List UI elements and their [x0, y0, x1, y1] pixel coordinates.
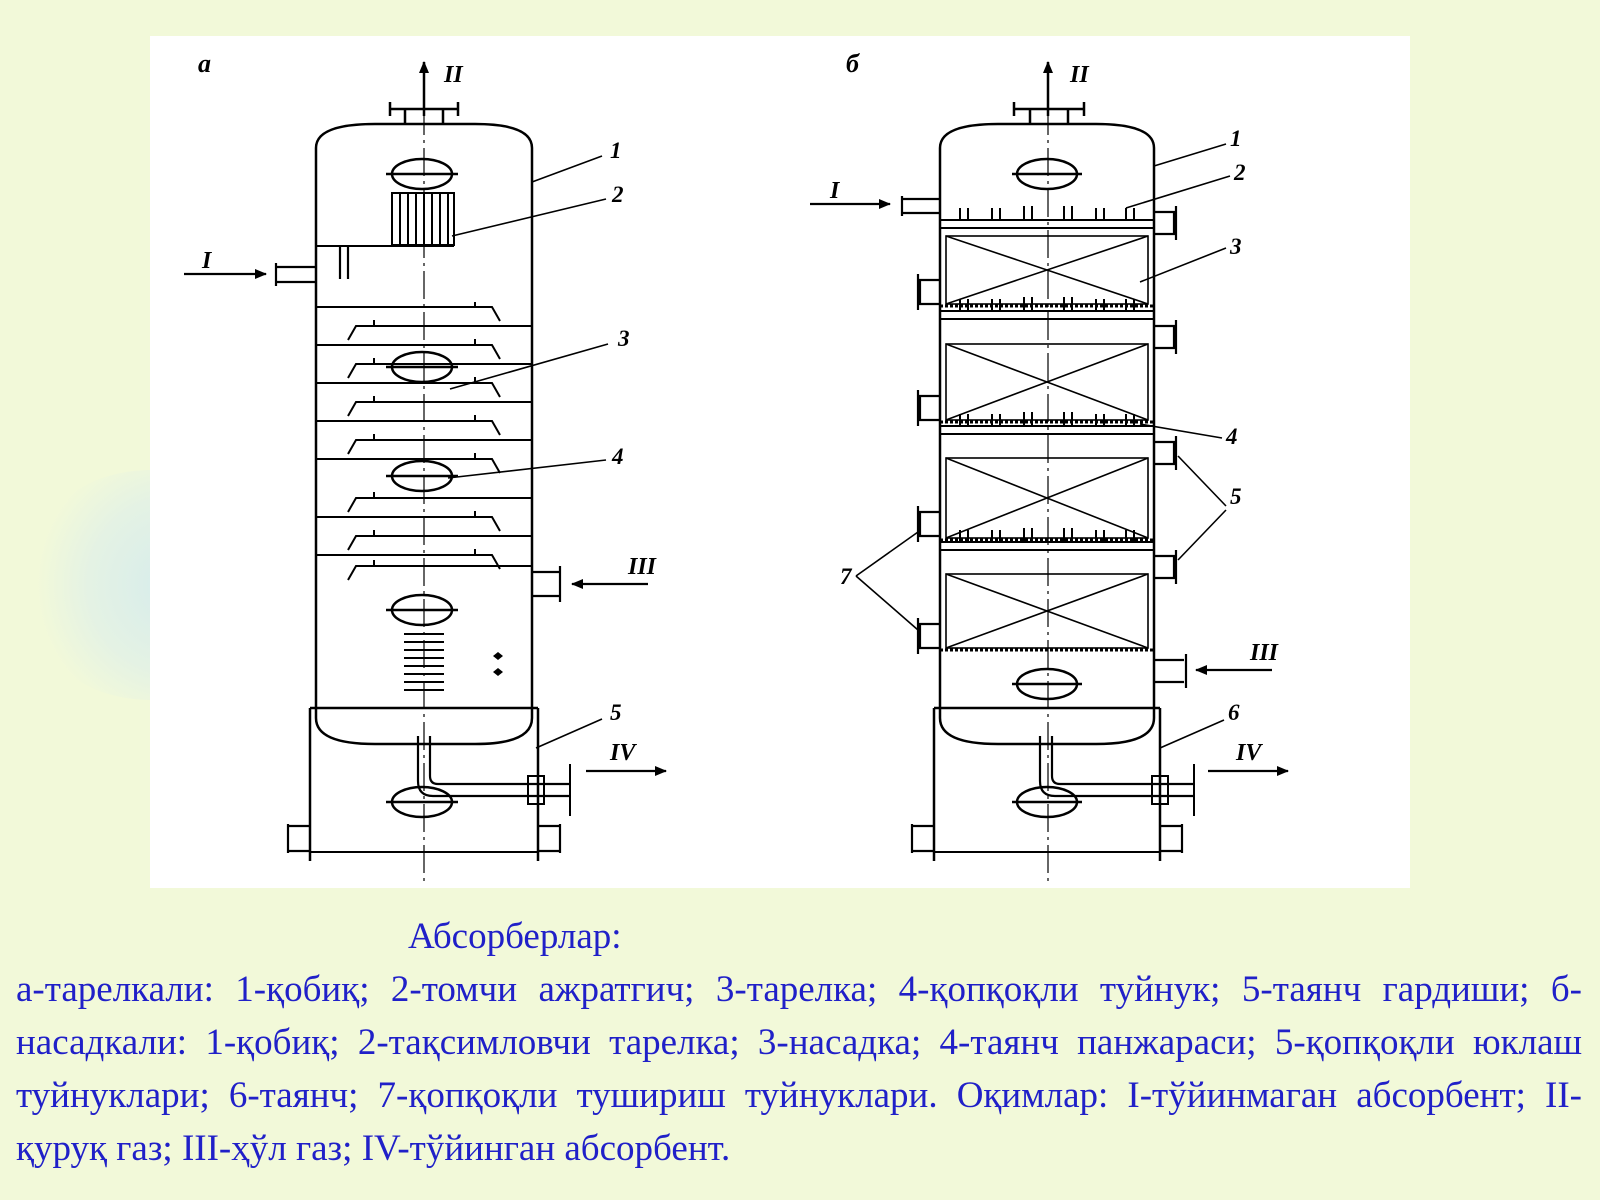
- callouts-b: [855, 143, 1231, 749]
- tray-absorber-shell: [314, 122, 534, 746]
- packing-beds: [945, 235, 1149, 649]
- absorber-diagram-svg: а II I: [184, 49, 1289, 881]
- wet-gas-inlet-a: [532, 566, 562, 602]
- callout-b-2: 2: [1233, 160, 1246, 185]
- wet-gas-inlet-b: [1154, 654, 1188, 688]
- stream-iii-label-b: III: [1249, 640, 1280, 666]
- panel-a-letter: а: [198, 49, 211, 78]
- stream-ii-label-b: II: [1069, 62, 1090, 88]
- callout-a-1: 1: [610, 138, 622, 163]
- stream-i-label-a: I: [201, 248, 213, 274]
- gas-distributor: [404, 633, 444, 691]
- stream-ii-label-a: II: [443, 62, 464, 88]
- panel-b-letter: б: [846, 49, 860, 78]
- packed-absorber-shell: [938, 122, 1156, 746]
- callout-b-6: 6: [1228, 700, 1240, 725]
- caption-body: а-тарелкали: 1-қобиқ; 2-томчи ажратгич; …: [16, 969, 1582, 1169]
- callout-b-3: 3: [1229, 234, 1242, 259]
- figure-caption: Абсорберлар: а-тарелкали: 1-қобиқ; 2-том…: [16, 910, 1582, 1175]
- callout-a-4: 4: [611, 444, 624, 469]
- callouts-a: [447, 155, 609, 749]
- mist-eliminator: [316, 192, 455, 247]
- support-grids: [940, 304, 1154, 652]
- level-markers-a: [493, 652, 503, 676]
- tray-absorber: а II I: [184, 49, 667, 881]
- callout-b-5: 5: [1230, 484, 1242, 509]
- stream-iii-label-a: III: [627, 554, 658, 580]
- unloading-hatches: [916, 274, 940, 654]
- trays: [316, 302, 532, 581]
- absorbent-inlet-b: [900, 196, 940, 216]
- absorbent-outlet-b: [1038, 736, 1194, 798]
- absorber-diagram: а II I: [150, 36, 1410, 888]
- stream-i-label-b: I: [829, 178, 841, 204]
- absorbent-outlet-a: [416, 736, 570, 798]
- callout-a-5: 5: [610, 700, 622, 725]
- callout-a-2: 2: [611, 182, 624, 207]
- callout-b-7: 7: [840, 564, 853, 589]
- callout-a-3: 3: [617, 326, 630, 351]
- packed-absorber: б II I: [810, 49, 1289, 881]
- stream-iv-label-b: IV: [1235, 740, 1263, 766]
- loading-hatches: [1154, 206, 1178, 584]
- absorbent-inlet-a: [274, 246, 350, 286]
- callout-b-1: 1: [1230, 126, 1242, 151]
- callout-b-4: 4: [1225, 424, 1238, 449]
- caption-title: Абсорберлар:: [408, 916, 622, 957]
- stream-iv-label-a: IV: [609, 740, 637, 766]
